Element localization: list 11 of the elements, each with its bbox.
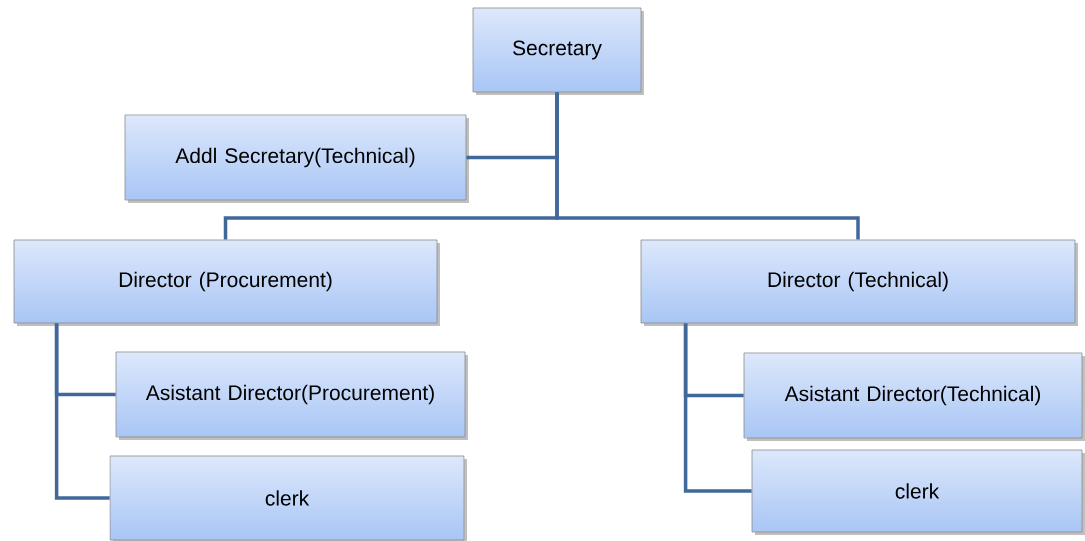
connector-line xyxy=(555,92,860,240)
org-box: Secretary xyxy=(472,7,644,95)
connector-line xyxy=(54,323,110,500)
org-box: clerk xyxy=(109,455,467,541)
org-box: Director (Procurement) xyxy=(13,239,440,326)
org-box: clerk xyxy=(751,449,1085,535)
org-box: Asistant Director(Procurement) xyxy=(115,351,468,440)
connector-line xyxy=(683,323,752,493)
org-box: Asistant Director(Technical) xyxy=(743,352,1085,441)
org-box: Addl Secretary(Technical) xyxy=(124,114,469,203)
org-box: Director (Technical) xyxy=(640,239,1078,326)
